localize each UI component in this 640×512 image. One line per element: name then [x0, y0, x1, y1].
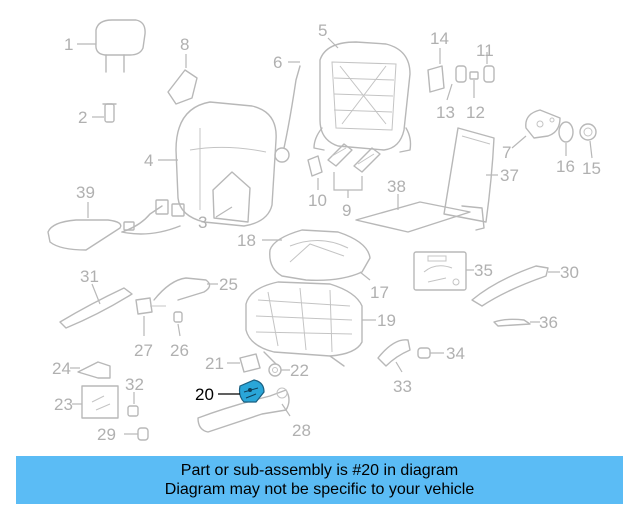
part-side-trim	[59, 287, 133, 329]
seat-parts-diagram: 1 2 8 4 3 6 5 14	[47, 19, 601, 444]
part-release-cable	[274, 65, 301, 163]
callout-19: 19	[377, 311, 396, 330]
part-wiring-harness	[135, 277, 211, 323]
part-lever	[493, 318, 531, 327]
callout-10: 10	[308, 191, 327, 210]
callout-38: 38	[387, 177, 406, 196]
part-headrest-guide	[102, 103, 117, 123]
callout-6: 6	[273, 53, 282, 72]
part-recliner-handle	[377, 339, 411, 367]
info-banner: Part or sub-assembly is #20 in diagram D…	[16, 456, 623, 504]
banner-line-1: Part or sub-assembly is #20 in diagram	[180, 462, 459, 479]
callout-29: 29	[97, 425, 116, 444]
callout-14: 14	[430, 29, 449, 48]
part-headrest	[95, 19, 146, 73]
callout-35: 35	[474, 261, 493, 280]
part-backrest-cushion	[175, 101, 277, 227]
callout-1: 1	[64, 35, 73, 54]
callout-33: 33	[393, 377, 412, 396]
part-motor-clip	[239, 353, 261, 373]
part-back-panel	[443, 127, 495, 223]
callout-25: 25	[219, 275, 238, 294]
part-lumbar-knob	[427, 65, 445, 93]
callout-18: 18	[237, 231, 256, 250]
part-bushing	[268, 363, 282, 377]
part-clip	[127, 405, 139, 417]
callout-36: 36	[539, 313, 558, 332]
part-side-bolster-harness	[47, 199, 185, 251]
callout-37: 37	[500, 166, 519, 185]
callout-31: 31	[80, 267, 99, 286]
callout-20: 20	[195, 385, 214, 404]
part-trim-cap	[455, 65, 495, 83]
callout-12: 12	[466, 103, 485, 122]
part-cap	[137, 427, 149, 441]
part-nut	[579, 123, 597, 141]
part-20-highlighted[interactable]	[238, 379, 265, 403]
callout-23: 23	[54, 395, 73, 414]
part-hook	[77, 361, 111, 379]
callout-21: 21	[205, 354, 224, 373]
part-bracket	[167, 69, 198, 105]
part-trim-clips	[327, 143, 381, 173]
callout-39: 39	[76, 183, 95, 202]
callout-28: 28	[292, 421, 311, 440]
callout-24: 24	[52, 359, 71, 378]
part-seat-frame	[245, 281, 363, 367]
callout-9: 9	[342, 201, 351, 220]
part-outer-trim	[471, 265, 549, 307]
callout-5: 5	[318, 21, 327, 40]
part-knob	[417, 347, 431, 359]
callout-15: 15	[582, 159, 601, 178]
part-seat-cushion	[269, 229, 371, 282]
part-recliner-cover	[525, 109, 561, 139]
part-switch-bracket	[413, 251, 467, 291]
callout-3: 3	[198, 213, 207, 232]
callout-8: 8	[180, 35, 189, 54]
callout-26: 26	[170, 341, 189, 360]
part-adjuster-bolt	[307, 155, 323, 177]
callout-22: 22	[290, 361, 309, 380]
part-fastener-kit	[81, 385, 119, 419]
part-backrest-frame	[313, 41, 412, 153]
banner-line-2: Diagram may not be specific to your vehi…	[164, 481, 475, 498]
callout-17: 17	[370, 283, 389, 302]
part-heater-mat	[355, 201, 485, 233]
callout-16: 16	[556, 157, 575, 176]
callout-13: 13	[436, 103, 455, 122]
callout-11: 11	[476, 41, 494, 60]
callout-7: 7	[502, 143, 511, 162]
callout-30: 30	[560, 263, 579, 282]
callout-32: 32	[125, 375, 144, 394]
callout-2: 2	[78, 108, 87, 127]
callout-34: 34	[446, 344, 465, 363]
callout-27: 27	[134, 341, 153, 360]
callout-4: 4	[144, 151, 153, 170]
part-washer	[558, 121, 574, 143]
